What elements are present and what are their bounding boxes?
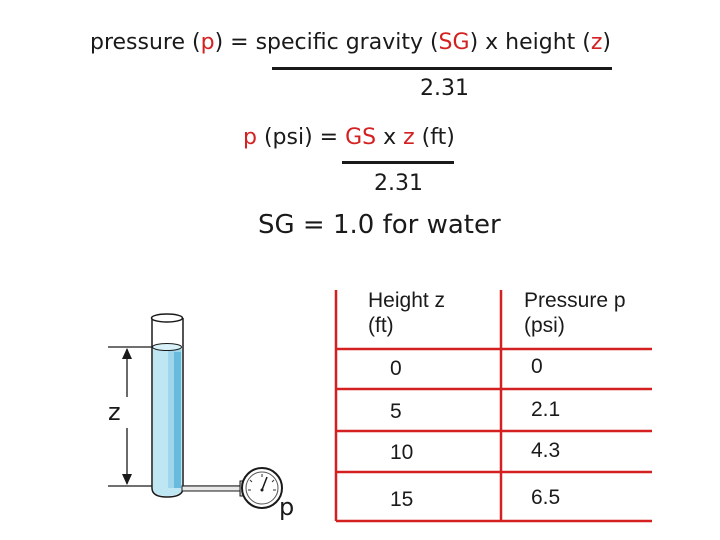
formula-text: (psi) = [256,125,346,150]
formula-symbol-z: z [403,125,415,150]
header-unit: (ft) [368,314,394,337]
formula-denominator: 2.31 [374,171,423,196]
formula-text: x [376,125,404,150]
fraction-bar [342,161,454,164]
formula-symbol-z: z [590,30,603,55]
header-line: Pressure p [524,289,626,312]
gauge-label: p [279,493,295,521]
table-cell-height: 10 [390,441,414,464]
formula-symbol-p: p [243,125,257,150]
connecting-pipe [181,485,243,492]
formula-text: ) = specific gravity ( [214,30,439,55]
arrowhead-up-icon [122,348,132,359]
table-cell-height: 15 [390,488,414,511]
table-cell-height: 5 [390,400,402,423]
formula-text: (ft) [414,125,455,150]
header-unit: (psi) [524,314,565,337]
formula-text: ) x height ( [469,30,591,55]
table-cell-height: 0 [390,357,402,380]
table-cell-pressure: 4.3 [531,439,561,462]
table-header-pressure: Pressure p (psi) [524,288,626,338]
table-cell-pressure: 2.1 [531,398,561,421]
table-header-height: Height z (ft) [368,288,445,338]
table-cell-pressure: 6.5 [531,486,561,509]
height-label: z [108,398,121,426]
water-shade-dark [174,352,181,488]
formula-symbol-gs: GS [345,125,377,150]
table-grid [334,290,652,523]
arrowhead-down-icon [122,474,132,485]
pressure-gauge-icon [239,467,283,509]
table-cell-pressure: 0 [531,355,543,378]
formula-psi-numerator: p (psi) = GS x z (ft) [243,125,455,150]
formula-text: pressure ( [90,30,201,55]
formula-denominator: 2.31 [420,76,469,101]
formula-symbol-p: p [200,30,215,55]
header-line: Height z [368,289,446,312]
formula-symbol-sg: SG [438,30,470,55]
formula-text: ) [602,30,612,55]
tube-rim [150,313,184,323]
specific-gravity-note: SG = 1.0 for water [258,210,501,240]
formula-pressure-numerator: pressure (p) = specific gravity (SG) x h… [90,30,611,55]
water-surface [152,343,182,351]
fraction-bar [272,67,612,70]
